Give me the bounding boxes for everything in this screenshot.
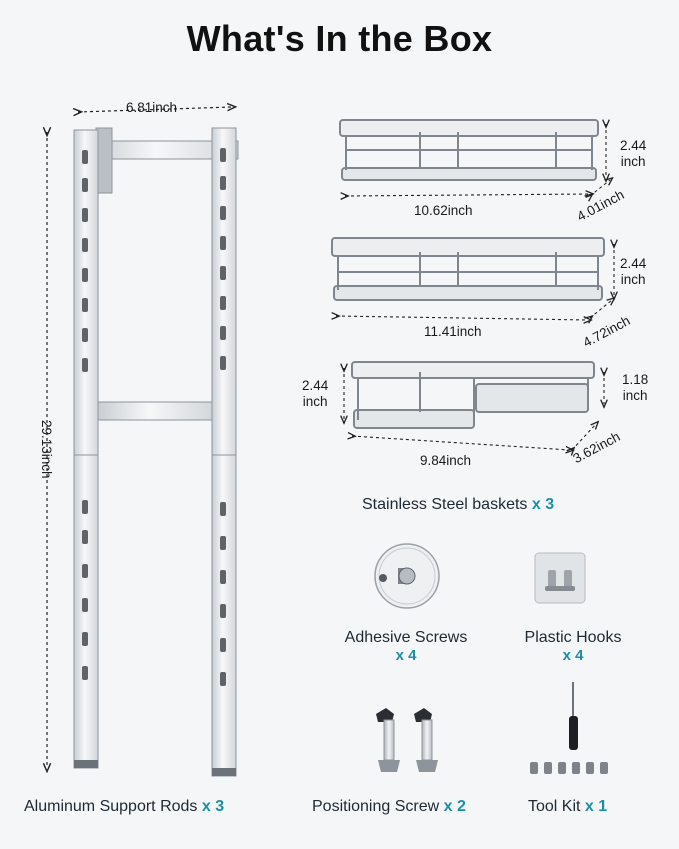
tool-kit-illustration	[530, 682, 608, 774]
support-rods-label: Aluminum Support Rods x 3	[24, 798, 225, 815]
basket1-length-label: 10.62inch	[414, 203, 473, 218]
positioning-screw-label: Positioning Screw x 2	[312, 798, 466, 815]
aluminum-support-rods	[73, 127, 239, 777]
basket-large	[339, 119, 599, 181]
basket3-length-label: 9.84inch	[420, 453, 472, 468]
positioning-screw-illustration	[376, 708, 438, 772]
plastic-hook-illustration	[534, 552, 586, 604]
plastic-hooks-label: Plastic Hooks x 4	[524, 629, 622, 664]
tool-kit-label: Tool Kit x 1	[528, 798, 608, 815]
adhesive-screws-label: Adhesive Screws x 4	[344, 629, 468, 664]
basket-small	[351, 361, 595, 429]
rod-width-dimension	[78, 107, 232, 112]
adhesive-screw-illustration	[374, 543, 440, 609]
rod-height-label: 29.13inch	[39, 420, 54, 479]
basket2-length-label: 11.41inch	[424, 324, 482, 339]
basket-medium	[331, 237, 605, 301]
baskets-label: Stainless Steel baskets x 3	[362, 496, 555, 513]
page-title: What's In the Box	[186, 18, 493, 59]
rod-width-label: 6.81inch	[126, 100, 178, 115]
